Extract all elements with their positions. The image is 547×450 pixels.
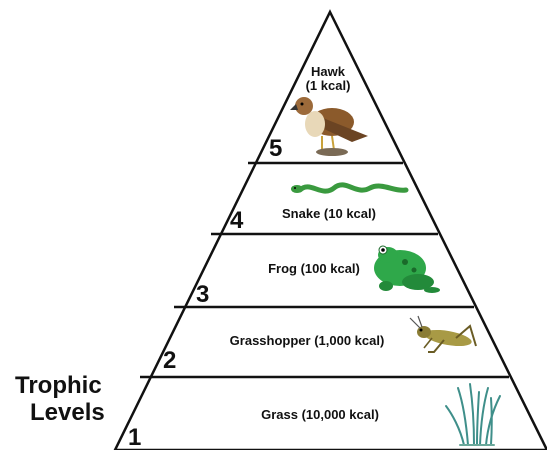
level-4-number: 4 (230, 207, 244, 234)
title-line-2: Levels (30, 399, 105, 426)
level-3-number: 3 (196, 281, 209, 308)
level-2-number: 2 (163, 347, 176, 374)
level-5-name: Hawk (311, 64, 346, 79)
level-5-number: 5 (269, 135, 282, 162)
level-2-name: Grasshopper (1,000 kcal) (230, 333, 385, 348)
title-line-1: Trophic (15, 372, 102, 399)
level-1-number: 1 (128, 424, 141, 450)
level-3-name: Frog (100 kcal) (268, 261, 360, 276)
level-1-name: Grass (10,000 kcal) (261, 407, 379, 422)
level-5-kcal: (1 kcal) (306, 78, 351, 93)
level-4-name: Snake (10 kcal) (282, 206, 376, 221)
